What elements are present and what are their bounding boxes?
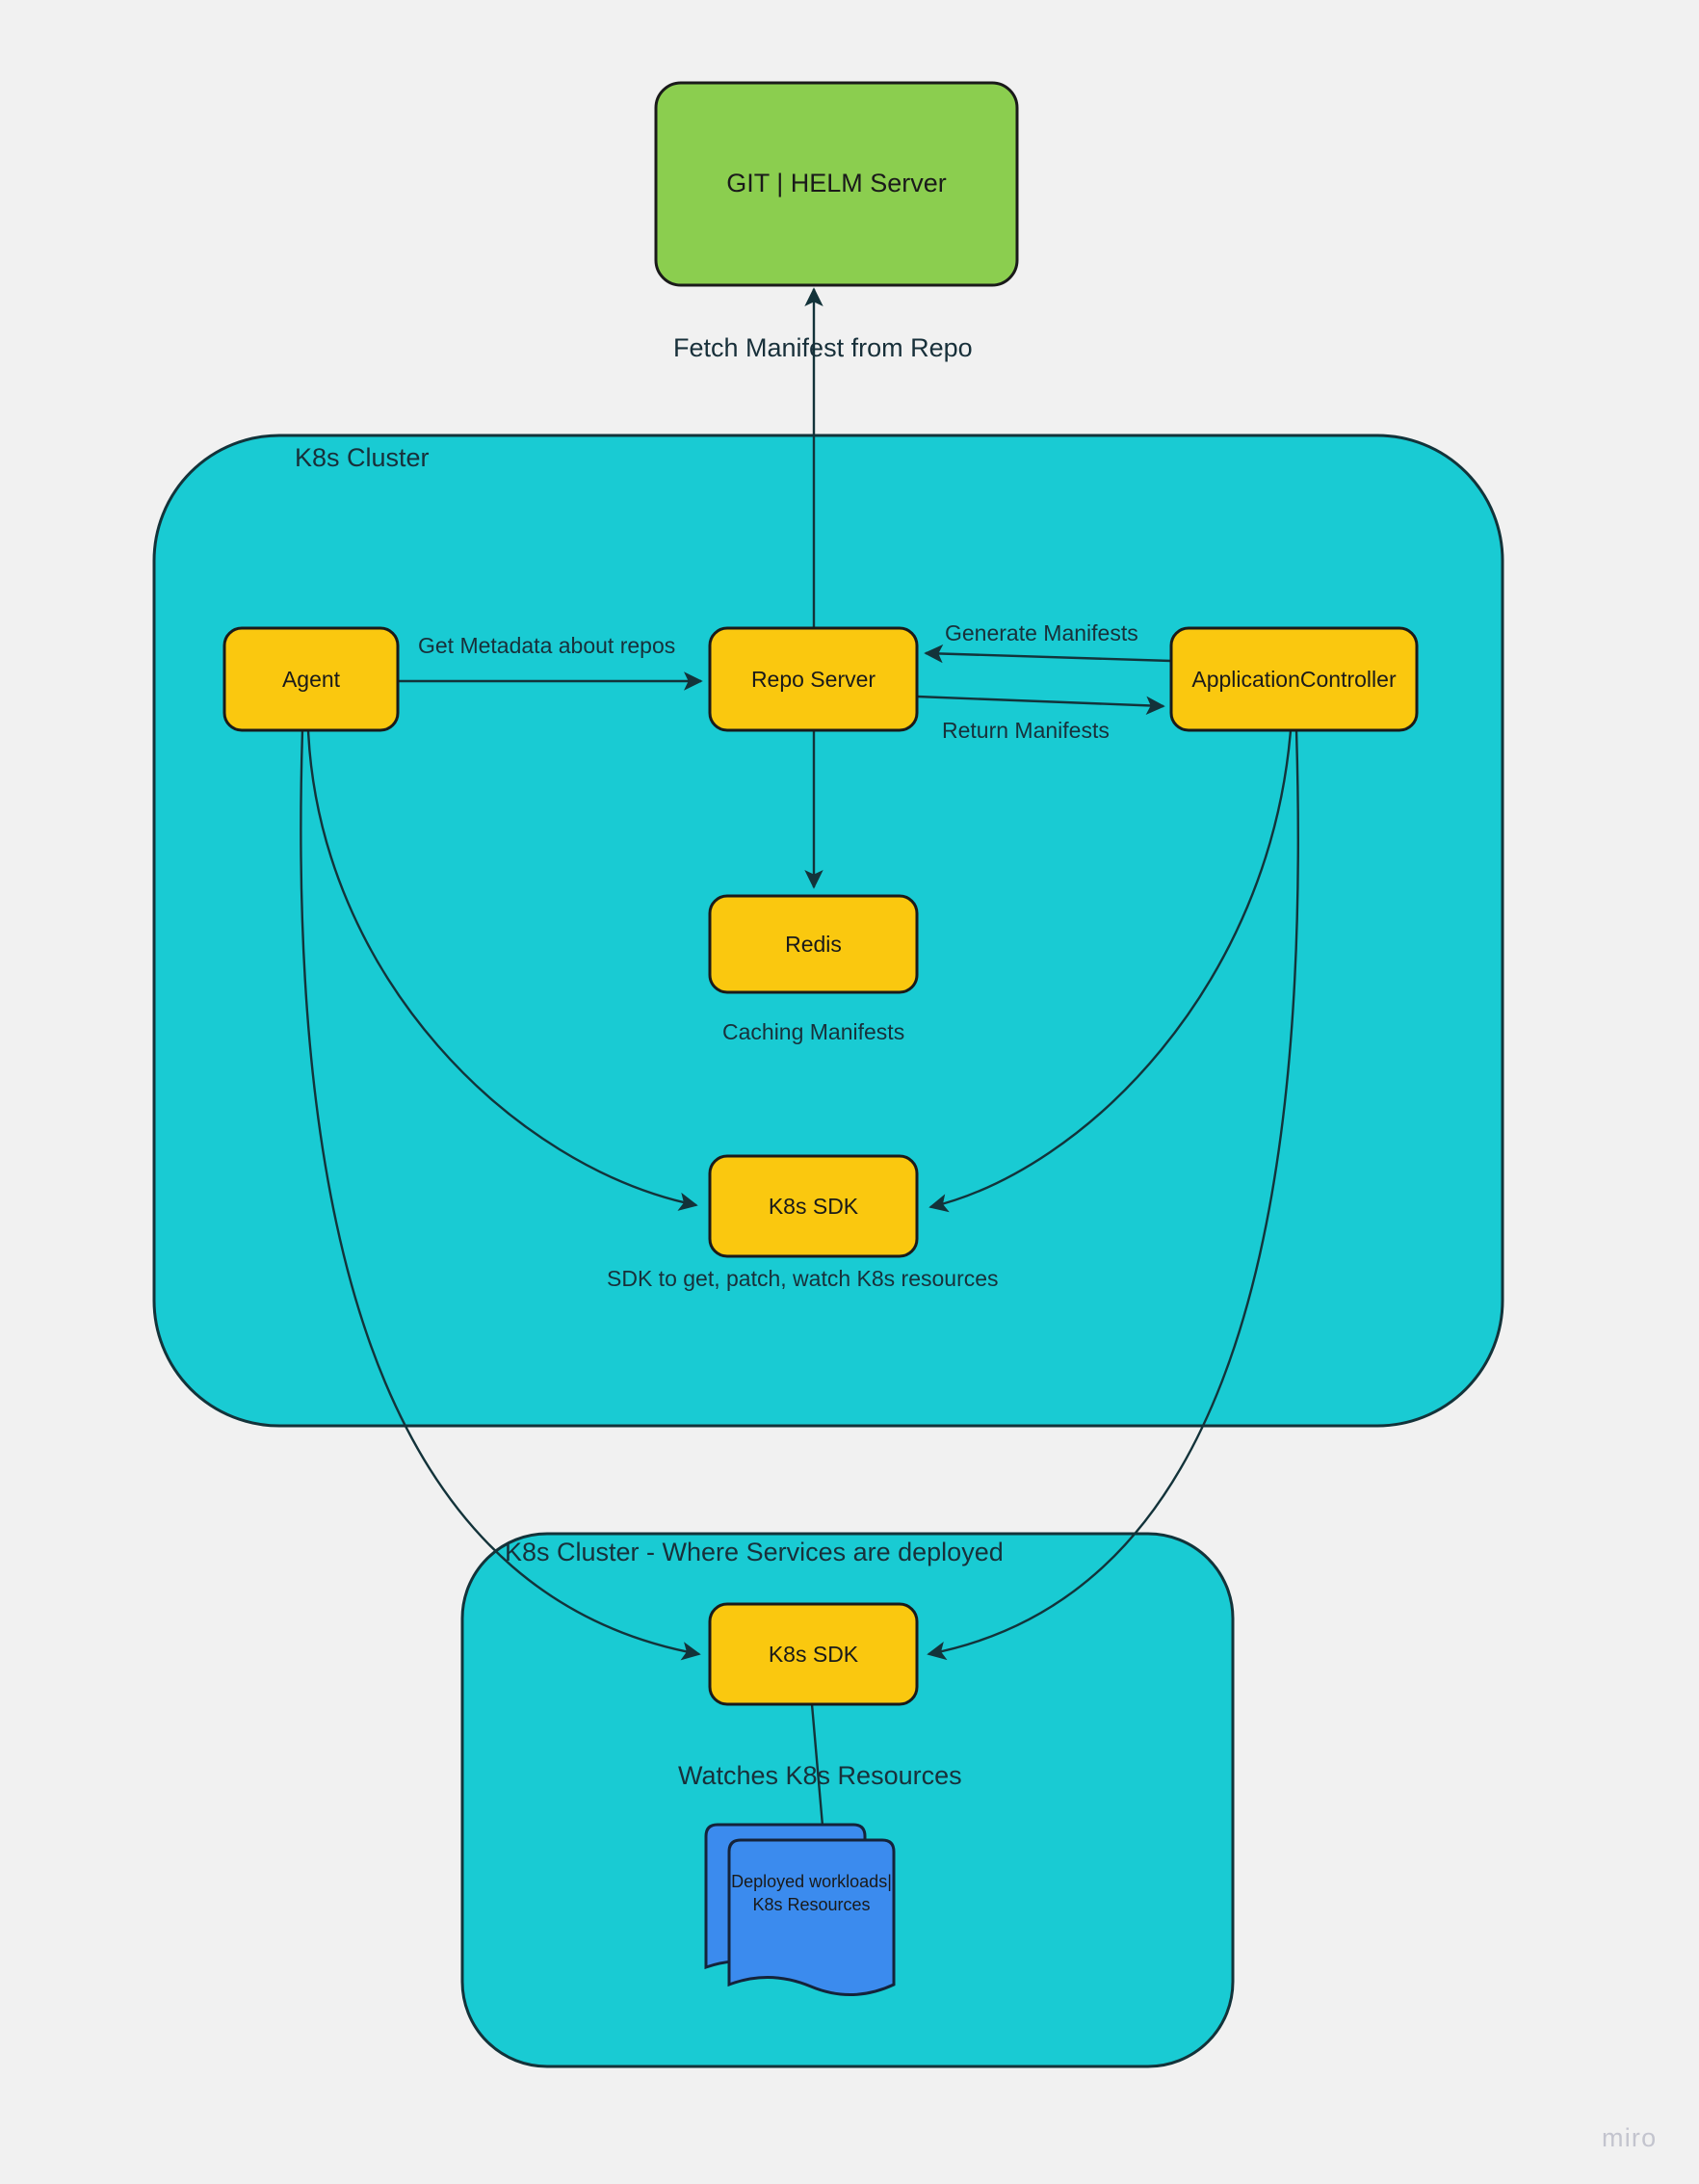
node-application-controller[interactable] [1169,626,1419,732]
node-redis[interactable] [708,894,919,994]
cluster-k8s-cluster-services [460,1532,1235,2068]
node-layer [222,81,1419,1996]
edge-application-controller-to-repo-server [924,644,1172,664]
edge-agent-to-k8s-sdk-control-plane [306,729,698,1211]
edge-agent-to-k8s-sdk-services [300,729,701,1661]
node-k8s-sdk-services[interactable] [708,1602,919,1706]
edge-application-controller-to-k8s-sdk-services [927,729,1299,1661]
node-k8s-sdk-control-plane[interactable] [708,1154,919,1258]
node-deployed-workloads[interactable] [727,1838,896,1996]
node-git-helm-server[interactable] [654,81,1019,287]
edge-application-controller-to-k8s-sdk-control-plane [928,729,1293,1213]
edge-repo-server-to-application-controller [916,695,1165,716]
edge-layer [300,287,1299,1850]
node-repo-server[interactable] [708,626,919,732]
node-agent[interactable] [222,626,400,732]
